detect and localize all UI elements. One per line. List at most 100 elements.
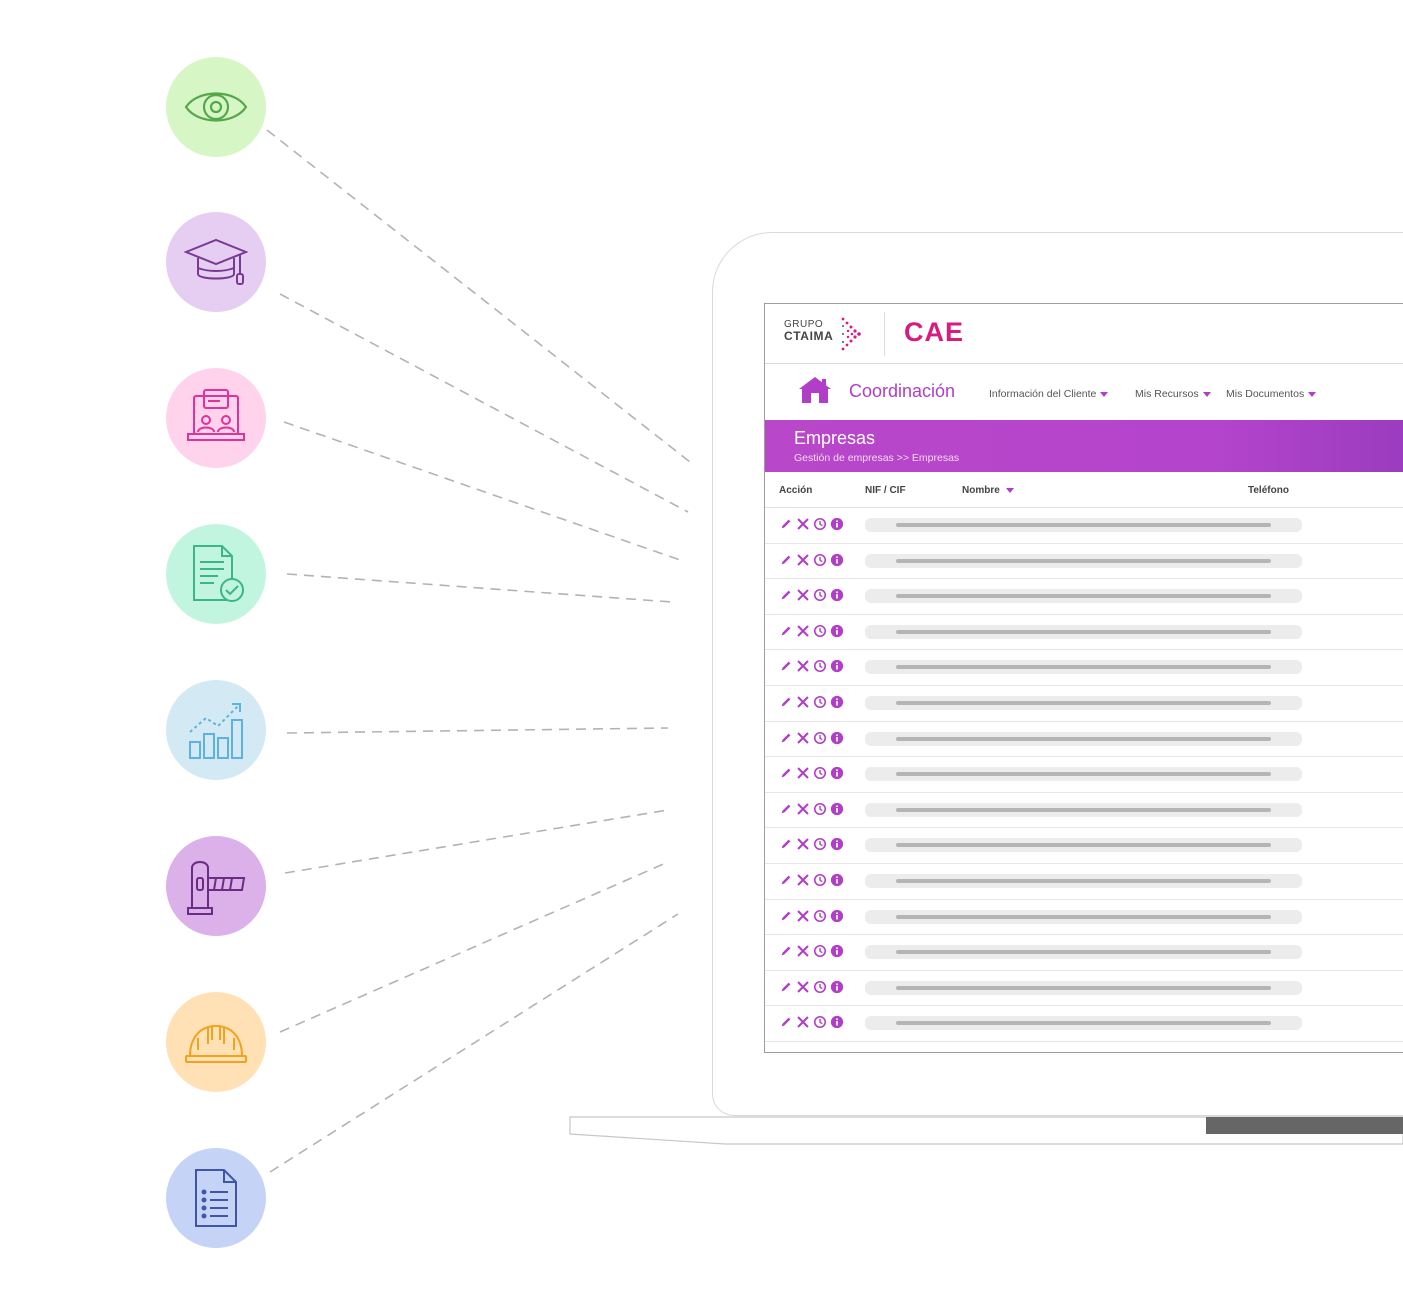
delete-icon[interactable] [796, 517, 810, 531]
history-icon[interactable] [813, 553, 827, 567]
table-row[interactable] [765, 828, 1403, 864]
table-row[interactable] [765, 508, 1403, 544]
edit-icon[interactable] [779, 517, 793, 531]
history-icon[interactable] [813, 731, 827, 745]
delete-icon[interactable] [796, 1015, 810, 1029]
table-row[interactable] [765, 686, 1403, 722]
info-icon[interactable] [830, 802, 844, 816]
history-icon[interactable] [813, 837, 827, 851]
delete-icon[interactable] [796, 802, 810, 816]
table-row[interactable] [765, 900, 1403, 936]
breadcrumb: Gestión de empresas >> Empresas [794, 452, 960, 464]
row-data-placeholder-line [896, 558, 1271, 563]
info-icon[interactable] [830, 588, 844, 602]
history-icon[interactable] [813, 517, 827, 531]
edit-icon[interactable] [779, 873, 793, 887]
row-data-placeholder [865, 838, 1302, 853]
info-icon[interactable] [830, 624, 844, 638]
edit-icon[interactable] [779, 695, 793, 709]
table-row[interactable] [765, 757, 1403, 793]
table-row[interactable] [765, 579, 1403, 615]
delete-icon[interactable] [796, 909, 810, 923]
column-telefono[interactable]: Teléfono [1248, 485, 1289, 496]
edit-icon[interactable] [779, 588, 793, 602]
table-row[interactable] [765, 615, 1403, 651]
delete-icon[interactable] [796, 588, 810, 602]
edit-icon[interactable] [779, 1015, 793, 1029]
delete-icon[interactable] [796, 873, 810, 887]
row-data-placeholder-line [896, 665, 1271, 670]
history-icon[interactable] [813, 766, 827, 780]
menu-informacion-cliente[interactable]: Información del Cliente [989, 388, 1109, 400]
row-data-placeholder-line [896, 594, 1271, 599]
info-icon[interactable] [830, 837, 844, 851]
table-row[interactable] [765, 935, 1403, 971]
table-row[interactable] [765, 793, 1403, 829]
nav-section-title[interactable]: Coordinación [849, 381, 956, 401]
history-icon[interactable] [813, 980, 827, 994]
history-icon[interactable] [813, 873, 827, 887]
info-icon[interactable] [830, 659, 844, 673]
table-row[interactable] [765, 722, 1403, 758]
edit-icon[interactable] [779, 766, 793, 780]
edit-icon[interactable] [779, 980, 793, 994]
feature-access-control [166, 836, 266, 936]
edit-icon[interactable] [779, 731, 793, 745]
connector-line [269, 913, 679, 1173]
info-icon[interactable] [830, 766, 844, 780]
brand-line-2: CTAIMA [784, 329, 834, 343]
delete-icon[interactable] [796, 695, 810, 709]
info-icon[interactable] [830, 695, 844, 709]
edit-icon[interactable] [779, 909, 793, 923]
info-icon[interactable] [830, 1015, 844, 1029]
info-icon[interactable] [830, 517, 844, 531]
row-data-placeholder [865, 945, 1302, 960]
table-row[interactable] [765, 544, 1403, 580]
edit-icon[interactable] [779, 659, 793, 673]
info-icon[interactable] [830, 873, 844, 887]
delete-icon[interactable] [796, 766, 810, 780]
table-row[interactable] [765, 1006, 1403, 1042]
history-icon[interactable] [813, 659, 827, 673]
delete-icon[interactable] [796, 837, 810, 851]
edit-icon[interactable] [779, 944, 793, 958]
edit-icon[interactable] [779, 553, 793, 567]
menu-mis-documentos[interactable]: Mis Documentos [1226, 388, 1317, 400]
table-row[interactable] [765, 971, 1403, 1007]
delete-icon[interactable] [796, 553, 810, 567]
delete-icon[interactable] [796, 944, 810, 958]
graduation-cap-icon [184, 238, 248, 285]
history-icon[interactable] [813, 909, 827, 923]
row-data-placeholder [865, 660, 1302, 675]
history-icon[interactable] [813, 624, 827, 638]
info-icon[interactable] [830, 944, 844, 958]
home-icon[interactable] [798, 376, 832, 404]
info-icon[interactable] [830, 553, 844, 567]
delete-icon[interactable] [796, 731, 810, 745]
edit-icon[interactable] [779, 624, 793, 638]
column-nif[interactable]: NIF / CIF [865, 485, 906, 496]
history-icon[interactable] [813, 944, 827, 958]
history-icon[interactable] [813, 695, 827, 709]
history-icon[interactable] [813, 1015, 827, 1029]
edit-icon[interactable] [779, 802, 793, 816]
brand-logo[interactable]: GRUPO CTAIMA [784, 319, 833, 342]
row-data-placeholder-line [896, 772, 1271, 777]
row-data-placeholder [865, 802, 1302, 817]
table-row[interactable] [765, 864, 1403, 900]
column-nombre[interactable]: Nombre [962, 485, 1014, 496]
connector-line [266, 129, 691, 463]
info-icon[interactable] [830, 731, 844, 745]
edit-icon[interactable] [779, 837, 793, 851]
row-actions [779, 731, 844, 745]
info-icon[interactable] [830, 980, 844, 994]
history-icon[interactable] [813, 588, 827, 602]
info-icon[interactable] [830, 909, 844, 923]
history-icon[interactable] [813, 802, 827, 816]
menu-mis-recursos[interactable]: Mis Recursos [1135, 388, 1211, 400]
delete-icon[interactable] [796, 980, 810, 994]
caret-down-icon [1308, 391, 1317, 397]
table-row[interactable] [765, 650, 1403, 686]
delete-icon[interactable] [796, 624, 810, 638]
delete-icon[interactable] [796, 659, 810, 673]
